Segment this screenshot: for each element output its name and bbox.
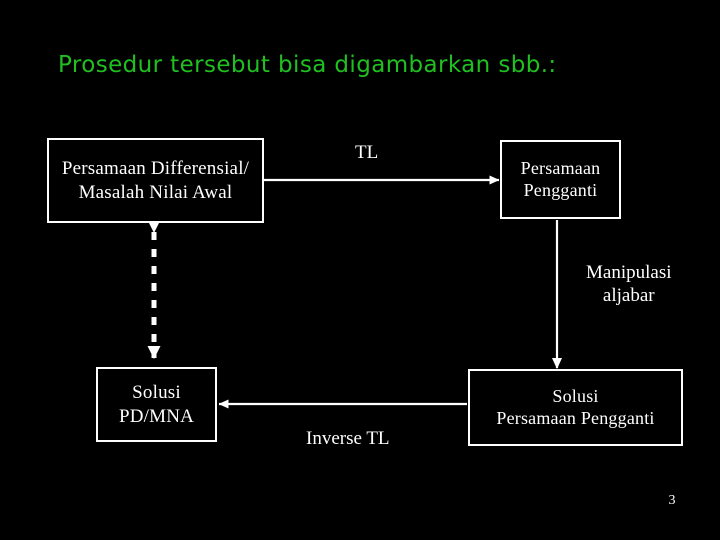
node-line: Persamaan Differensial/ xyxy=(61,158,250,180)
node-solusi-persamaan-pengganti[interactable]: Solusi Persamaan Pengganti xyxy=(468,369,683,446)
edge-label-tl: TL xyxy=(355,142,379,163)
edge-label-line: aljabar xyxy=(602,284,655,306)
node-line: Solusi xyxy=(552,385,599,406)
node-persamaan-differensial[interactable]: Persamaan Differensial/ Masalah Nilai Aw… xyxy=(47,138,264,223)
node-line: Solusi xyxy=(132,382,181,404)
node-line: Masalah Nilai Awal xyxy=(78,181,233,203)
node-line: Persamaan xyxy=(520,157,601,178)
node-line: Pengganti xyxy=(523,179,598,200)
page-number: 3 xyxy=(668,493,676,508)
edge-label-inverse-tl: Inverse TL xyxy=(306,428,390,449)
node-solusi-pd-mna[interactable]: Solusi PD/MNA xyxy=(96,367,217,442)
node-line: Persamaan Pengganti xyxy=(496,407,655,428)
edge-label-line: Manipulasi xyxy=(586,262,672,283)
node-line: PD/MNA xyxy=(118,405,195,427)
edge-label-manipulasi-aljabar: Manipulasi aljabar xyxy=(586,262,672,308)
page-title: Prosedur tersebut bisa digambarkan sbb.: xyxy=(58,52,557,78)
node-persamaan-pengganti[interactable]: Persamaan Pengganti xyxy=(500,140,621,219)
